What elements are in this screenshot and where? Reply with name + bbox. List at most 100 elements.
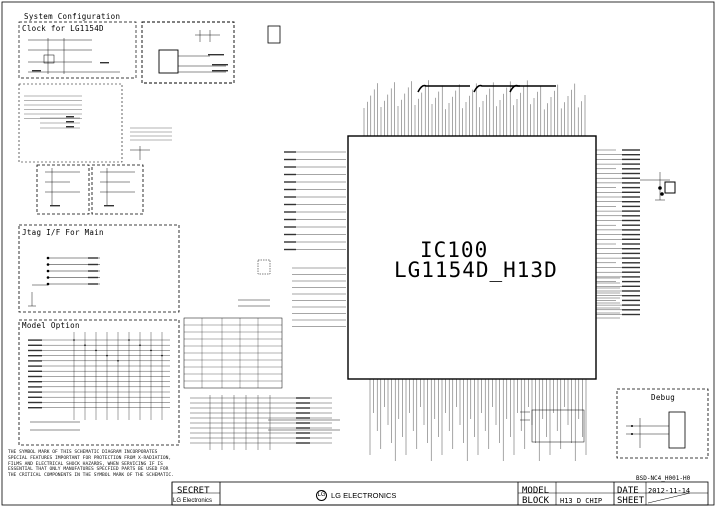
net-label-mark <box>622 233 640 236</box>
notice-line: FILMS AND ELECTRICAL SHOCK HAZARDS, WHEN… <box>8 461 163 467</box>
net-label-mark <box>296 397 310 399</box>
net-label-mark <box>622 252 640 255</box>
debug-section-box <box>616 388 709 459</box>
net-label-mark <box>622 238 640 240</box>
junction-dot <box>631 425 633 427</box>
net-label-mark <box>284 248 296 251</box>
net-label-mark <box>88 263 98 266</box>
company-logo-text: LG ELECTRONICS <box>331 491 397 500</box>
net-label-mark <box>296 432 310 434</box>
net-label-mark <box>296 407 310 409</box>
net-label-mark <box>296 427 310 429</box>
model-label: MODEL <box>522 486 550 496</box>
net-label-mark <box>622 280 640 283</box>
net-label-mark <box>622 177 640 179</box>
net-label-mark <box>32 70 41 72</box>
bottom-note-box <box>531 409 585 443</box>
junction-dot <box>95 349 97 352</box>
clock-section-box <box>18 21 137 79</box>
net-label-mark <box>66 126 74 128</box>
net-label-mark <box>284 196 296 198</box>
net-label-mark <box>622 205 640 208</box>
oscillator-box <box>141 21 235 84</box>
net-label-mark <box>296 412 310 414</box>
net-label-mark <box>622 158 640 161</box>
net-label-mark <box>28 386 42 388</box>
bus-bend <box>509 84 556 93</box>
net-label-mark <box>28 370 42 372</box>
net-label-mark <box>28 349 42 352</box>
net-label-mark <box>88 276 98 279</box>
net-label-mark <box>284 211 296 213</box>
net-label-mark <box>622 163 640 165</box>
net-label-mark <box>622 149 640 151</box>
net-label-mark <box>622 191 640 193</box>
net-label-mark <box>88 283 98 285</box>
junction-dot <box>46 269 50 273</box>
net-label-mark <box>622 210 640 212</box>
net-label-mark <box>284 218 296 221</box>
model-option-box <box>18 319 180 446</box>
section-debug-title: Debug <box>651 393 676 402</box>
notice-line: THE CRITICAL COMPONENTS IN THE SYMBOL MA… <box>8 473 174 479</box>
net-label-mark <box>284 226 296 228</box>
junction-dot <box>128 339 130 341</box>
net-label-mark <box>66 116 74 118</box>
net-label-mark <box>622 168 640 170</box>
net-label-mark <box>622 215 640 217</box>
junction-dot <box>46 263 50 266</box>
net-label-mark <box>622 299 640 302</box>
net-label-mark <box>100 62 109 64</box>
junction-dot <box>46 276 50 279</box>
net-label-mark <box>66 121 74 123</box>
junction-dot <box>658 186 662 190</box>
net-label-mark <box>28 391 42 393</box>
oscillator-chip <box>158 49 179 74</box>
block-value: H13 D CHIP <box>560 497 603 505</box>
net-label-mark <box>622 295 640 297</box>
net-label-mark <box>28 344 42 346</box>
net-label-mark <box>284 181 296 183</box>
net-label-mark <box>212 64 228 66</box>
net-label-mark <box>212 70 228 72</box>
ic-part-number: LG1154D_H13D <box>394 258 558 282</box>
junction-dot <box>73 339 75 341</box>
junction-dot <box>660 192 664 196</box>
block-label: BLOCK <box>522 496 550 506</box>
net-label-mark <box>622 290 640 292</box>
net-label-mark <box>284 188 296 191</box>
net-label-mark <box>622 172 640 175</box>
junction-dot <box>106 354 108 357</box>
main-ic-body <box>347 135 597 380</box>
junction-dot <box>117 360 119 362</box>
net-label-mark <box>622 196 640 198</box>
net-label-mark <box>622 224 640 226</box>
ic-reference: IC100 <box>420 238 489 262</box>
junction-dot <box>46 256 50 260</box>
net-label-mark <box>284 241 296 243</box>
net-label-mark <box>28 355 42 357</box>
net-label-mark <box>622 182 640 184</box>
strap-box-right <box>91 164 144 215</box>
net-label-mark <box>284 158 296 161</box>
secret-label: SECRET <box>177 486 210 496</box>
junction-dot <box>150 349 152 352</box>
notice-line: THE SYMBOL MARK OF THIS SCHEMATIC DIAGRA… <box>8 450 158 455</box>
net-label-mark <box>622 266 640 269</box>
net-label-mark <box>622 257 640 259</box>
junction-dot <box>84 344 86 347</box>
net-label-mark <box>622 201 640 203</box>
net-label-mark <box>622 313 640 316</box>
net-label-mark <box>28 339 42 341</box>
net-label-mark <box>88 270 98 272</box>
date-label: DATE <box>617 486 639 496</box>
section-jtag-title: Jtag I/F For Main <box>22 228 104 237</box>
date-value: 2012-11-14 <box>648 487 691 495</box>
net-label-mark <box>622 285 640 287</box>
net-label-mark <box>296 437 310 439</box>
net-label-mark <box>28 360 42 362</box>
company-small-label: LG Electronics <box>173 498 213 504</box>
net-label-mark <box>284 233 296 236</box>
